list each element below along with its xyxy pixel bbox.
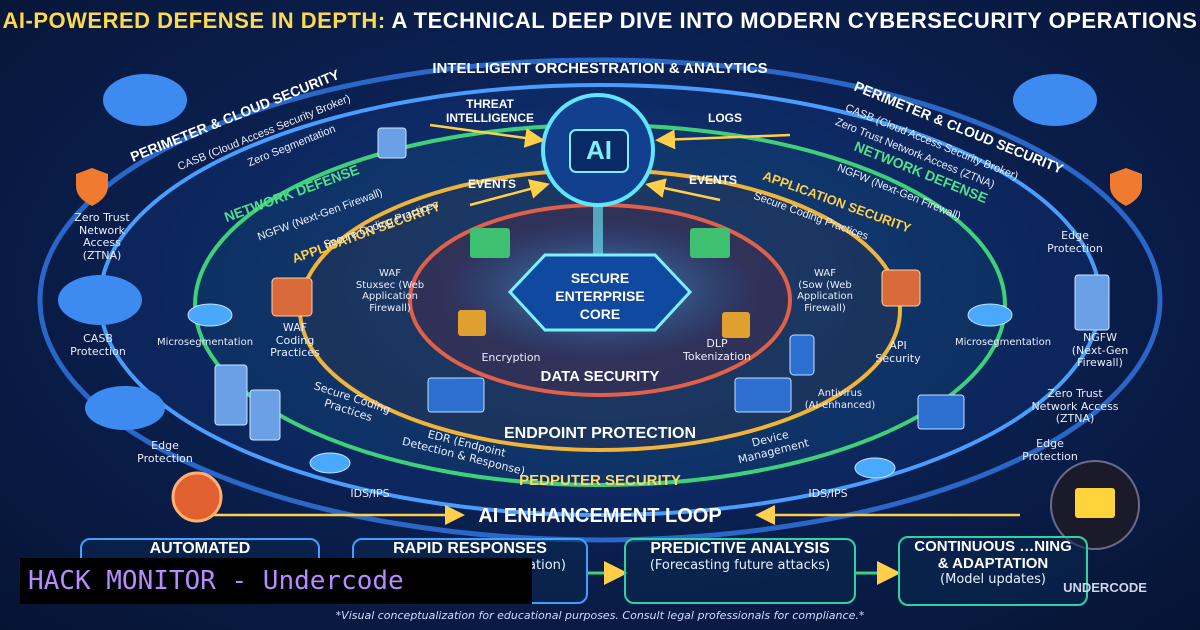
- router-icon: [967, 303, 1013, 327]
- left-microseg-label: Microsegmentation: [156, 337, 254, 348]
- footnote: *Visual conceptualization for educationa…: [335, 609, 865, 622]
- left-waf-inner-label: WAF Stuxsec (Web Application Firewall): [355, 268, 425, 314]
- loop-box-title: PREDICTIVE ANALYSIS: [650, 540, 830, 557]
- left-waf-coding-label: WAF Coding Practices: [270, 321, 320, 360]
- watermark-banner: HACK MONITOR - Undercode: [20, 558, 532, 604]
- shield-icon: [76, 168, 108, 206]
- left-edge-label: Edge Protection: [137, 439, 193, 465]
- left-ztna-label: Zero Trust Network Access (ZTNA): [74, 211, 130, 262]
- core-label-2: ENTERPRISE: [555, 288, 645, 304]
- events-right-arrow: [645, 178, 721, 202]
- loop-box-title: RAPID RESPONSES: [393, 540, 547, 557]
- core-label-1: SECURE: [570, 270, 630, 286]
- shield-window-icon: [470, 228, 510, 258]
- logs-label: LOGS: [707, 111, 742, 125]
- cloud-icon: [58, 275, 142, 325]
- right-edge-top-label: Edge Protection: [1047, 229, 1103, 255]
- top-band-label: INTELLIGENT ORCHESTRATION & ANALYTICS: [432, 60, 768, 77]
- right-microseg-label: Microsegmentation: [954, 337, 1052, 348]
- events-left-label: EVENTS: [467, 177, 516, 191]
- threat-intel-label: THREAT INTELLIGENCE: [445, 97, 534, 125]
- lock-icon: [458, 310, 486, 336]
- pedputer-security-band: PEDPUTER SECURITY: [519, 472, 681, 489]
- loop-box-sub: ation): [528, 558, 566, 573]
- right-ids-label: IDS/IPS: [808, 487, 848, 500]
- loop-box-title: AUTOMATED: [149, 540, 251, 557]
- laptop-icon: [734, 377, 792, 413]
- data-security-band: DATA SECURITY: [540, 368, 660, 385]
- code-window-icon: [881, 269, 921, 307]
- title-rest: A TECHNICAL DEEP DIVE INTO MODERN CYBERS…: [385, 8, 1198, 33]
- endpoint-protection-band: ENDPOINT PROTECTION: [503, 425, 696, 442]
- ai-enhancement-loop-band: AI ENHANCEMENT LOOP: [478, 505, 722, 527]
- server-icon: [1074, 274, 1110, 331]
- brand-label: UNDERCODE: [1063, 580, 1147, 595]
- dlp-label: DLP Tokenization: [683, 337, 751, 363]
- events-left-arrow: [469, 179, 550, 207]
- router-icon: [309, 452, 351, 474]
- outer-ring: [37, 57, 1163, 543]
- left-ids-label: IDS/IPS: [350, 487, 390, 500]
- loop-box-continuous: CONTINUOUS …NING & ADAPTATION (Model upd…: [898, 536, 1088, 606]
- cloud-icon: [103, 74, 187, 126]
- router-icon: [854, 457, 896, 479]
- right-api-label: API Security: [875, 339, 921, 365]
- shield-icon: [1110, 168, 1142, 206]
- logs-arrow: [655, 129, 791, 150]
- loop-box-sub: (Model updates): [940, 572, 1046, 587]
- core-hexagon: [507, 253, 693, 332]
- encryption-label: Encryption: [481, 351, 541, 364]
- threat-intel-arrow: [429, 123, 545, 148]
- router-icon: [187, 303, 233, 327]
- right-ztna-label: Zero Trust Network Access (ZTNA): [1031, 387, 1119, 426]
- right-ngfw-label: NGFW (Next-Gen Firewall): [1071, 331, 1129, 370]
- server-icon: [214, 364, 248, 426]
- loop-box-title: CONTINUOUS …NING & ADAPTATION: [914, 538, 1072, 572]
- laptop-icon: [427, 377, 485, 413]
- left-casb-label: CASB Protection: [70, 332, 126, 358]
- cloud-icon: [1013, 74, 1097, 126]
- cloud-icon: [85, 386, 165, 430]
- loop-box-sub: (Forecasting future attacks): [649, 558, 831, 573]
- loop-box-predictive: PREDICTIVE ANALYSIS (Forecasting future …: [624, 538, 856, 604]
- shield-window-icon: [690, 228, 730, 258]
- events-right-label: EVENTS: [688, 173, 737, 187]
- core-label-3: CORE: [579, 306, 621, 322]
- right-waf-inner-label: WAF (Sow (Web Application Firewall): [797, 268, 853, 314]
- ai-chip-icon: [569, 129, 629, 173]
- monitor-icon: [917, 394, 965, 430]
- ai-label: AI: [586, 135, 612, 165]
- alert-hub-icon: [171, 471, 223, 523]
- page-title: AI-POWERED DEFENSE IN DEPTH: A TECHNICAL…: [0, 8, 1200, 34]
- mascot-screen-icon: [1075, 488, 1115, 518]
- right-edge-bottom-label: Edge Protection: [1022, 437, 1078, 463]
- phone-icon: [789, 334, 815, 376]
- server-icon: [249, 389, 281, 441]
- lock-icon: [722, 312, 750, 338]
- server-icon: [377, 127, 407, 159]
- title-highlight: AI-POWERED DEFENSE IN DEPTH:: [2, 8, 386, 33]
- code-window-icon: [271, 277, 313, 317]
- right-antivirus-label: Antivirus (AI-enhanced): [804, 388, 876, 411]
